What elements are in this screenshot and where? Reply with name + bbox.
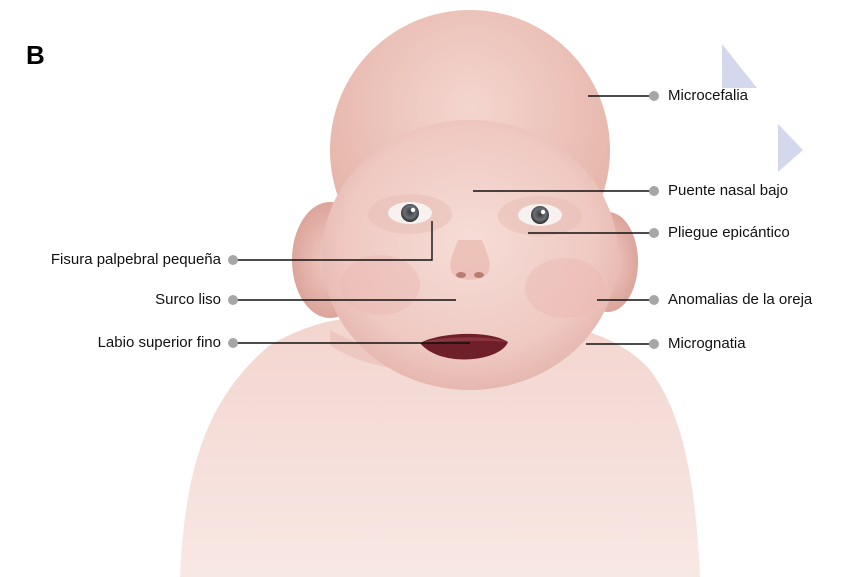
label-pliegue-epicantico: Pliegue epicántico	[668, 224, 790, 242]
dot-microcefalia	[649, 91, 659, 101]
left-iris	[401, 204, 419, 222]
left-nostril	[456, 272, 466, 278]
right-cheek	[525, 258, 605, 318]
label-fisura-palpebral: Fisura palpebral pequeña	[51, 251, 221, 269]
dot-labio	[228, 338, 238, 348]
label-micrognatia: Micrognatia	[668, 335, 746, 353]
panel-label: B	[26, 40, 45, 71]
right-eye-highlight	[541, 210, 545, 214]
left-eye-highlight	[411, 208, 415, 212]
dot-pliegue	[649, 228, 659, 238]
label-surco-liso: Surco liso	[155, 291, 221, 309]
nose	[450, 240, 489, 280]
dot-oreja	[649, 295, 659, 305]
label-labio-superior-fino: Labio superior fino	[98, 334, 221, 352]
label-microcefalia: Microcefalia	[668, 87, 748, 105]
right-iris	[531, 206, 549, 224]
dot-surco	[228, 295, 238, 305]
left-cheek	[340, 255, 420, 315]
label-puente-nasal-bajo: Puente nasal bajo	[668, 182, 788, 200]
decorative-triangle-upper	[722, 44, 757, 88]
dot-micrognatia	[649, 339, 659, 349]
decorative-triangle-lower	[778, 124, 803, 172]
dot-fisura	[228, 255, 238, 265]
label-anomalias-oreja: Anomalias de la oreja	[668, 291, 812, 309]
right-nostril	[474, 272, 484, 278]
dot-puente-nasal	[649, 186, 659, 196]
